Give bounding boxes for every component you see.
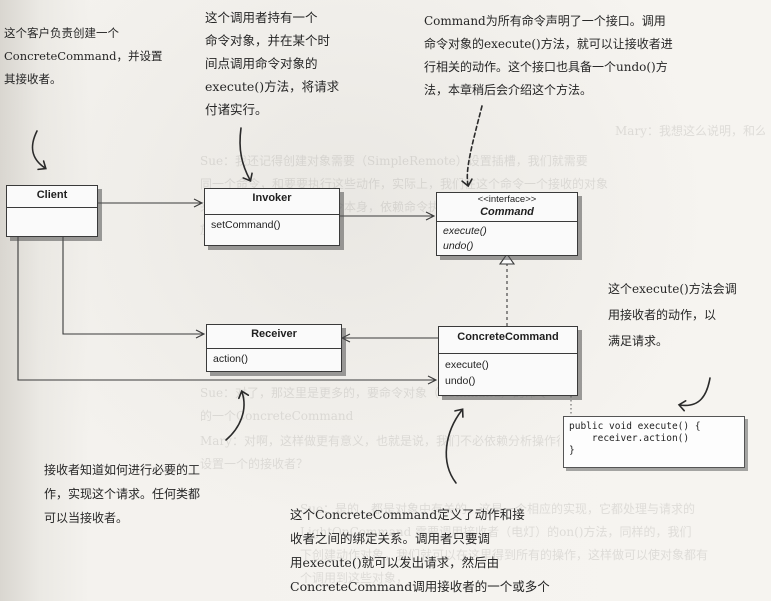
execute-annotation: 这个execute()方法会调 用接收者的动作，以 满足请求。 (608, 276, 737, 354)
ghost-line: 同一个命令，和要要执行这些动作，实际上，我们在这个命令一个接收的对象 (200, 177, 609, 191)
command-method-undo: undo() (443, 240, 474, 252)
hand-arrow-client (31, 130, 47, 171)
hand-arrow-concrete (445, 408, 464, 484)
ghost-line: LightOnCommand 需要调用接收者（电灯）的on()方法，同样的，我们 (300, 525, 692, 539)
note-line: execute()方法，将请求 (205, 79, 340, 94)
note-line: 这个调用者持有一个 (205, 10, 318, 25)
note-line: 用execute()就可以发出请求，然后由 (290, 555, 500, 570)
client-annotation: 这个客户负责创建一个 ConcreteCommand，并设置 其接收者。 (4, 22, 162, 91)
note-line: 付诸实行。 (205, 102, 268, 117)
code-line: public void execute() { (569, 421, 701, 432)
ghost-line: 设置一个的接收者？ (200, 457, 309, 471)
ghost-line: 个调用到这些对象， (300, 571, 409, 585)
hand-arrow-execute (677, 377, 711, 412)
invoker-class-name: Invoker (205, 189, 339, 215)
ghost-line: Sue：是的，都是对象中有关的，这是一个相应的实现，它都处理与请求的 (300, 502, 696, 516)
concrete-command-class-name: ConcreteCommand (439, 327, 577, 354)
code-line: } (569, 445, 575, 456)
note-line: 用接收者的动作，以 (608, 308, 717, 322)
note-line: 命令对象的execute()方法，就可以让接收者进 (424, 37, 673, 51)
note-line: Command为所有命令声明了一个接口。调用 (424, 14, 666, 28)
invoker-method-setcommand: setCommand() (211, 219, 281, 231)
note-line: 间点调用命令对象的 (205, 56, 318, 71)
receiver-method-action: action() (213, 353, 249, 365)
concrete-annotation: 这个ConcreteCommand定义了动作和接 收者之间的绑定关系。调用者只要… (290, 503, 550, 599)
ghost-line: Sue：我还记得创建对象需要（SimpleRemote）设置插槽，我们就需要 (200, 154, 588, 168)
client-class-name: Client (7, 186, 97, 208)
note-line: ConcreteCommand调用接收者的一个或多个 (290, 579, 550, 594)
command-interface-name: Command (480, 206, 534, 218)
receiver-class-name: Receiver (207, 325, 341, 349)
note-line: 这个execute()方法会调 (608, 282, 737, 296)
note-line: 作，实现这个请求。任何类都 (44, 487, 201, 501)
execute-code-snippet: public void execute() { receiver.action(… (563, 416, 745, 468)
receiver-class-box: Receiver action() (206, 324, 342, 372)
client-class-box: Client (6, 185, 98, 237)
note-line: 这个ConcreteCommand定义了动作和接 (290, 507, 525, 522)
concrete-command-class-box: ConcreteCommand execute() undo() (438, 326, 578, 396)
ghost-line: 的一个ConcreteCommand (200, 409, 354, 423)
hand-arrow-receiver (225, 389, 250, 441)
code-line: receiver.action() (569, 433, 690, 444)
command-stereotype: <<interface>> (477, 194, 537, 205)
ghost-line: Mary：对啊，这样做更有意义，也就是说，我们不必依赖分析操作行了，这是 (200, 434, 560, 448)
receiver-annotation: 接收者知道如何进行必要的工 作，实现这个请求。任何类都 可以当接收者。 (44, 458, 200, 530)
invoker-class-box: Invoker setCommand() (204, 188, 340, 246)
concrete-method-undo: undo() (445, 375, 476, 387)
realization-arrowhead (498, 253, 516, 265)
invoker-annotation: 这个调用者持有一个 命令对象，并在某个时 间点调用命令对象的 execute()… (205, 6, 339, 121)
command-annotation: Command为所有命令声明了一个接口。调用 命令对象的execute()方法，… (424, 10, 673, 102)
note-line: 收者之间的绑定关系。调用者只要调 (290, 531, 491, 546)
command-method-execute: execute() (443, 225, 487, 237)
note-line: ConcreteCommand，并设置 (4, 49, 163, 63)
assoc-client-concrete (17, 235, 436, 380)
note-line: 命令对象，并在某个时 (205, 33, 331, 48)
hand-arrow-invoker (239, 127, 253, 182)
hand-arrow-command (461, 105, 483, 188)
note-line: 法，本章稍后会介绍这个方法。 (424, 83, 593, 97)
command-interface-box: <<interface>> Command execute() undo() (436, 192, 578, 256)
note-line: 满足请求。 (608, 334, 669, 348)
assoc-client-receiver (62, 235, 204, 334)
note-line: 其接收者。 (4, 72, 62, 86)
note-line: 接收者知道如何进行必要的工 (44, 463, 201, 477)
ghost-line: Mary：我想这么说明，和么，在这从哪里开始？ (615, 124, 765, 138)
note-line: 可以当接收者。 (44, 511, 129, 525)
note-line: 这个客户负责创建一个 (4, 26, 119, 40)
ghost-line: 下创建动作对象，我们就可以在这里得到所有的操作，这样做可以使对象都有 (300, 548, 709, 562)
concrete-method-execute: execute() (445, 359, 489, 371)
note-line: 行相关的动作。这个接口也具备一个undo()方 (424, 60, 668, 74)
